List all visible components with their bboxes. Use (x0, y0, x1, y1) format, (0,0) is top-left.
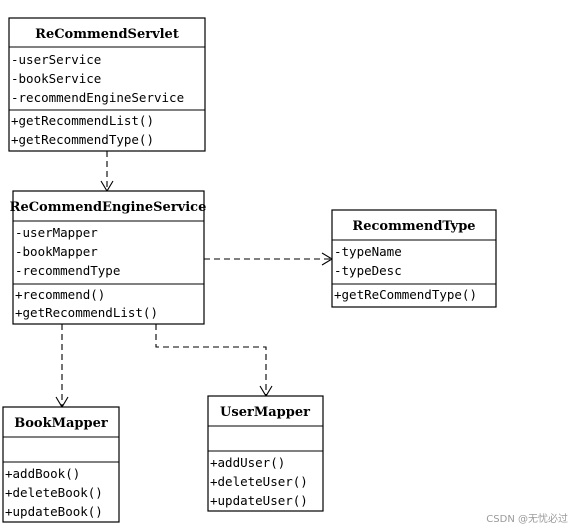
class-name: ReCommendEngineService (10, 200, 207, 215)
operation: +deleteUser() (210, 474, 308, 489)
class-book-mapper[interactable]: BookMapper +addBook() +deleteBook() +upd… (2, 406, 120, 523)
watermark-text: CSDN @无忧必过 (486, 512, 568, 525)
operation: +getRecommendType() (11, 132, 154, 147)
class-recommend-type[interactable]: RecommendType -typeName -typeDesc +getRe… (331, 209, 497, 308)
attribute: -typeName (334, 244, 402, 259)
attribute: -userService (11, 52, 101, 67)
class-recommend-engine-service[interactable]: ReCommendEngineService -userMapper -book… (10, 190, 207, 325)
operation: +addUser() (210, 455, 285, 470)
dependency-engine-to-usermapper (155, 324, 273, 398)
operation: +recommend() (15, 287, 105, 302)
operation: +updateBook() (5, 504, 103, 519)
attribute: -recommendEngineService (11, 90, 184, 105)
operation: +getRecommendList() (11, 113, 154, 128)
dependency-engine-to-recommendtype (204, 252, 334, 266)
operation: +getRecommendList() (15, 305, 158, 320)
attribute: -typeDesc (334, 263, 402, 278)
operation: +deleteBook() (5, 485, 103, 500)
attribute: -recommendType (15, 263, 120, 278)
dependency-engine-to-bookmapper (55, 324, 69, 409)
attribute: -bookMapper (15, 244, 98, 259)
class-name: RecommendType (352, 219, 475, 234)
class-recommend-servlet[interactable]: ReCommendServlet -userService -bookServi… (8, 17, 206, 152)
attribute: -bookService (11, 71, 101, 86)
class-user-mapper[interactable]: UserMapper +addUser() +deleteUser() +upd… (207, 395, 324, 512)
operation: +getReCommendType() (334, 287, 477, 302)
dependency-servlet-to-engine (100, 151, 114, 193)
class-name: ReCommendServlet (35, 27, 179, 42)
operation: +addBook() (5, 466, 80, 481)
class-name: UserMapper (220, 405, 310, 420)
attribute: -userMapper (15, 225, 98, 240)
operation: +updateUser() (210, 493, 308, 508)
class-name: BookMapper (14, 416, 108, 431)
